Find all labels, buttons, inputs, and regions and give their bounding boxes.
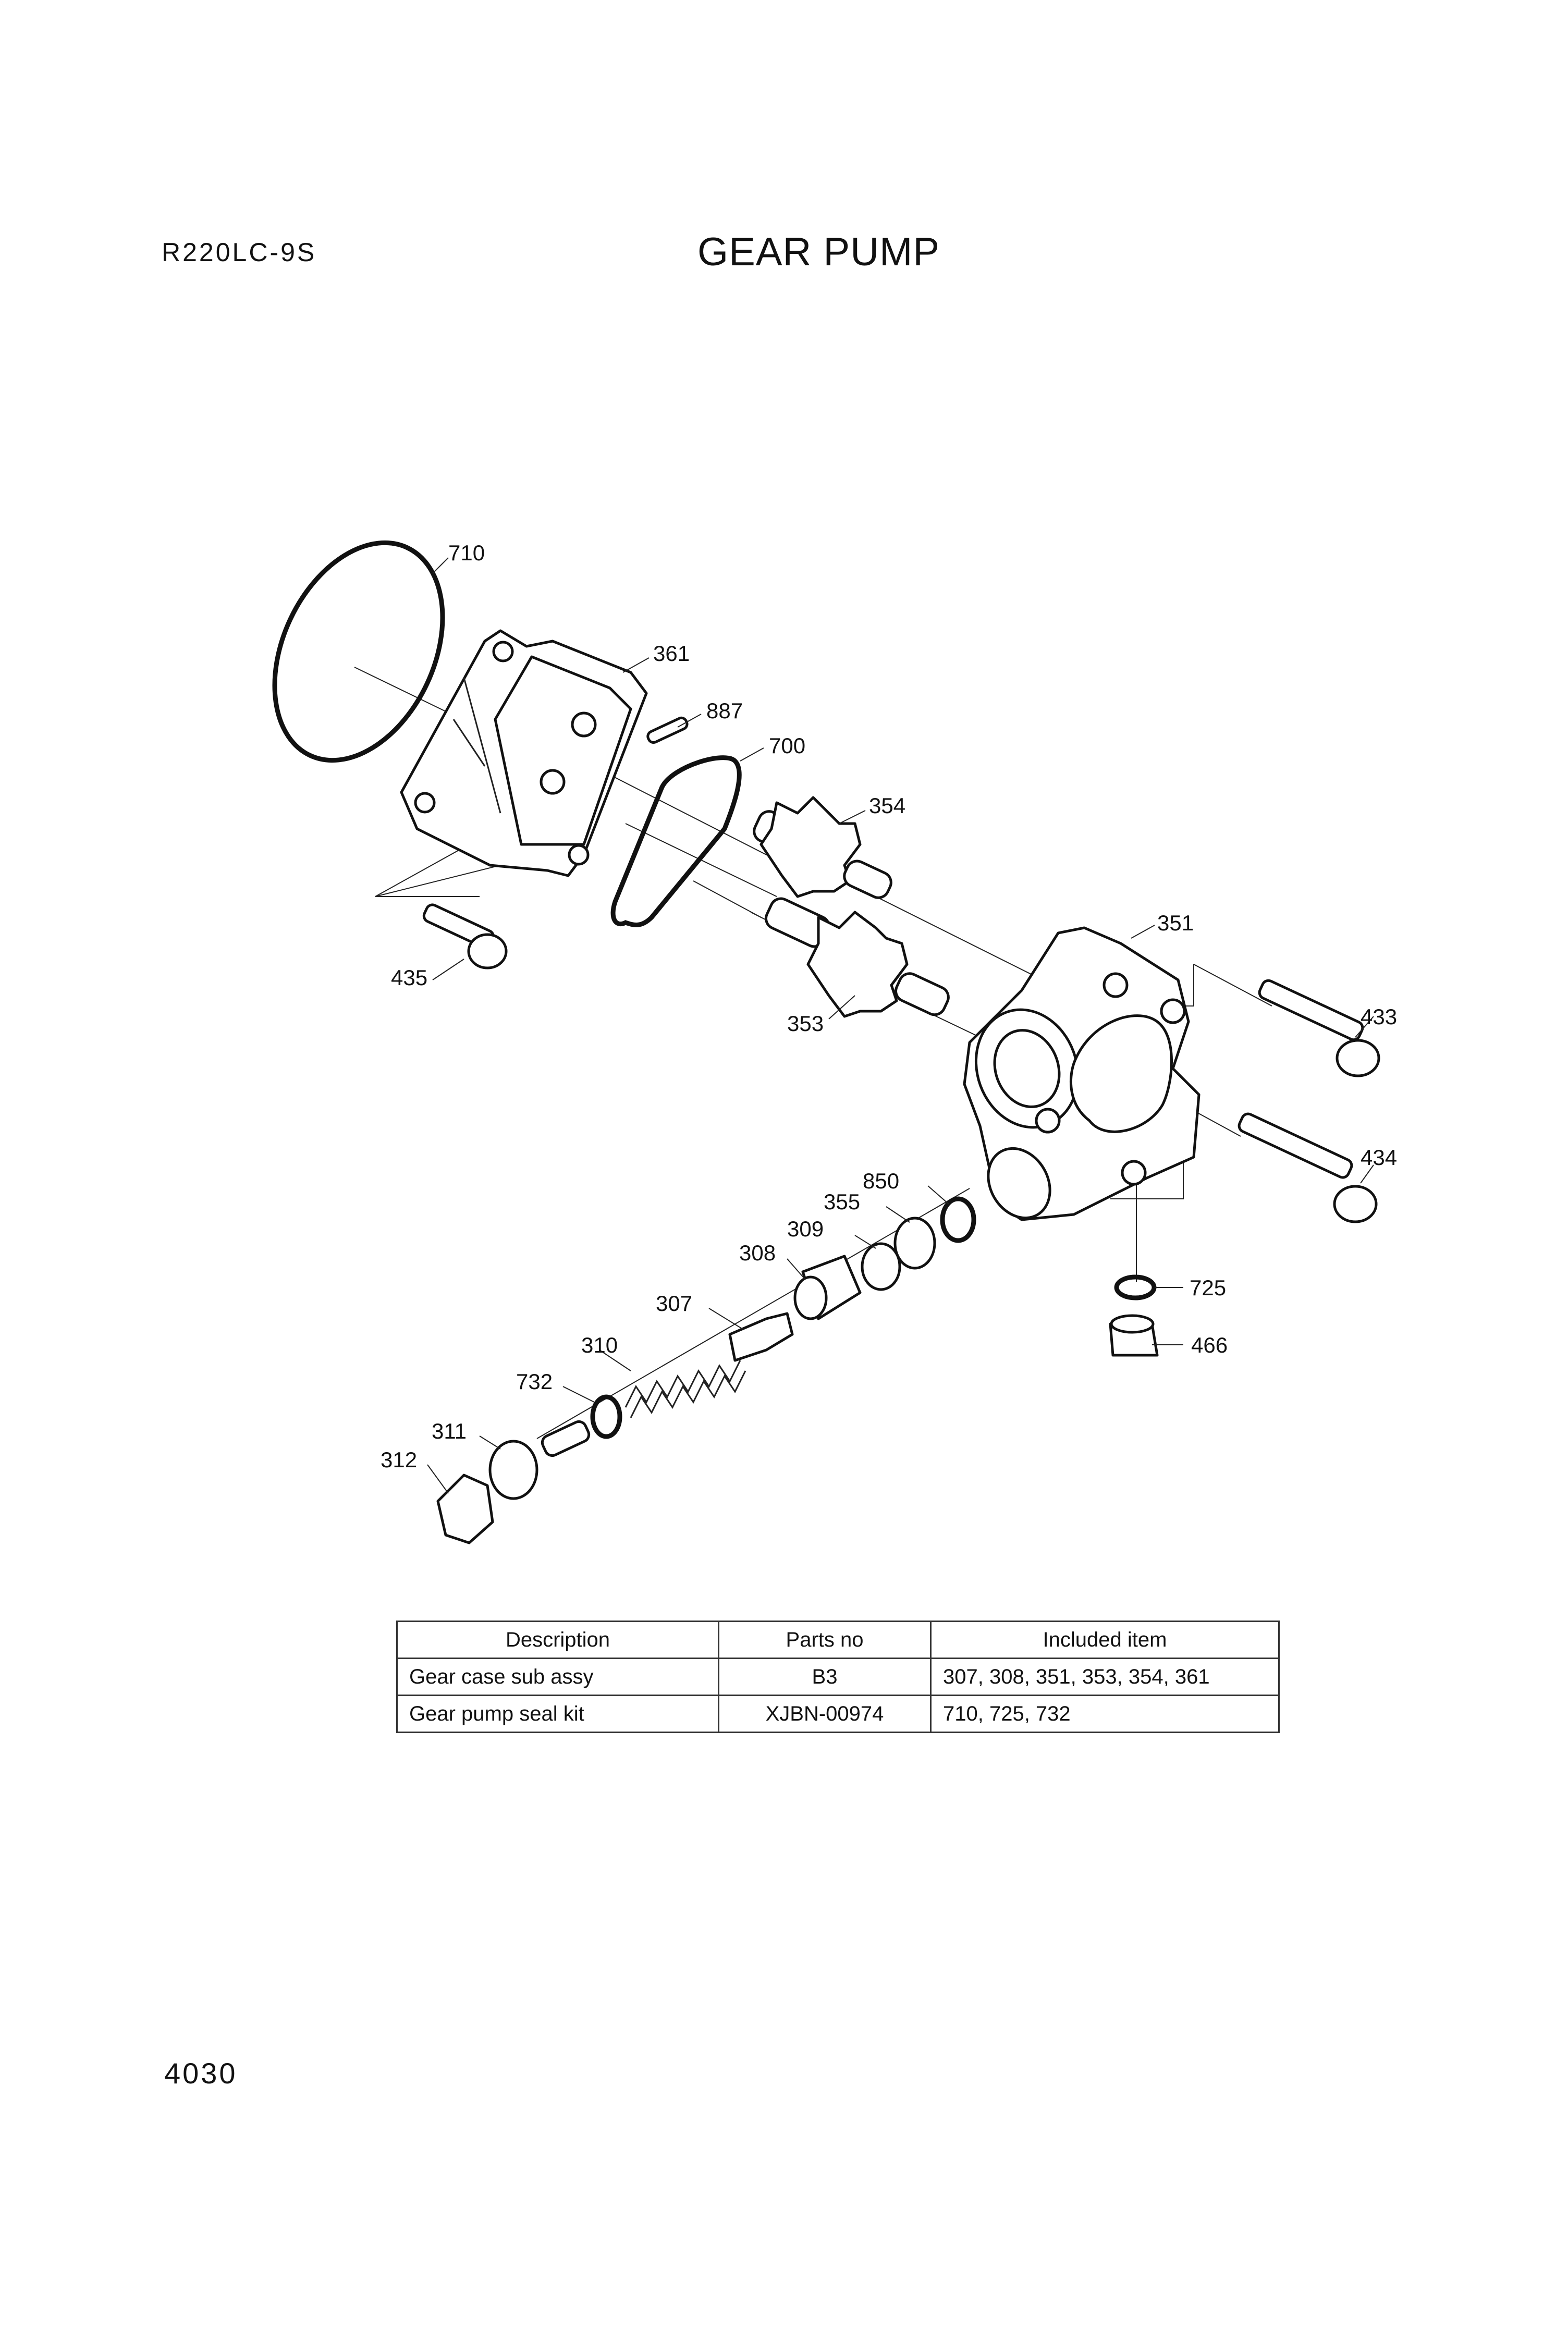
snap-ring-850 xyxy=(940,1196,976,1243)
callout-887: 887 xyxy=(706,698,743,723)
callout-308: 308 xyxy=(739,1241,776,1265)
callout-710: 710 xyxy=(448,541,485,565)
table-cell-description: Gear pump seal kit xyxy=(396,1695,719,1733)
cover-361 xyxy=(400,629,648,877)
spring-310 xyxy=(624,1360,746,1418)
column-header-parts-no: Parts no xyxy=(718,1621,932,1659)
callout-312: 312 xyxy=(381,1447,417,1472)
table-cell-description: Gear case sub assy xyxy=(396,1658,719,1696)
callout-311: 311 xyxy=(432,1419,467,1443)
callout-700: 700 xyxy=(769,733,805,758)
callout-361: 361 xyxy=(653,641,690,666)
bolt-435 xyxy=(422,903,508,969)
callout-310: 310 xyxy=(581,1333,618,1357)
table-cell-parts-no: XJBN-00974 xyxy=(718,1695,932,1733)
column-header-included-item: Included item xyxy=(930,1621,1280,1659)
callout-351: 351 xyxy=(1157,911,1194,935)
page-title: GEAR PUMP xyxy=(697,230,940,274)
pump-body-351 xyxy=(963,926,1200,1221)
model-code: R220LC-9S xyxy=(162,238,317,267)
table-row: Gear case sub assy B3 307, 308, 351, 353… xyxy=(396,1658,1280,1696)
gasket-700 xyxy=(610,755,742,927)
plug-466 xyxy=(1109,1314,1159,1357)
bolt-434 xyxy=(1238,1112,1378,1223)
o-ring-725 xyxy=(1114,1274,1157,1300)
gear-354 xyxy=(753,796,892,899)
callout-354: 354 xyxy=(869,793,905,818)
callout-850: 850 xyxy=(863,1169,899,1193)
ring-309 xyxy=(861,1242,901,1291)
callout-307: 307 xyxy=(656,1291,692,1316)
callout-732: 732 xyxy=(516,1369,553,1394)
table-cell-included-item: 307, 308, 351, 353, 354, 361 xyxy=(930,1658,1280,1696)
o-ring-710 xyxy=(272,540,445,763)
callout-466: 466 xyxy=(1191,1333,1228,1357)
plug-311 xyxy=(488,1420,591,1500)
callout-433: 433 xyxy=(1361,1004,1397,1029)
bolt-433 xyxy=(1258,979,1380,1077)
callout-leaders xyxy=(427,557,1374,1494)
column-header-description: Description xyxy=(396,1621,719,1659)
nut-312 xyxy=(436,1474,494,1544)
page-number: 4030 xyxy=(164,2057,238,2090)
table-cell-parts-no: B3 xyxy=(718,1658,932,1696)
callout-434: 434 xyxy=(1361,1145,1397,1170)
parts-table: Description Parts no Included item Gear … xyxy=(396,1621,1280,1733)
callout-353: 353 xyxy=(787,1011,824,1036)
table-cell-included-item: 710, 725, 732 xyxy=(930,1695,1280,1733)
sleeve-308 xyxy=(793,1255,862,1320)
callout-725: 725 xyxy=(1190,1275,1226,1300)
pin-887 xyxy=(646,716,689,744)
callout-435: 435 xyxy=(391,965,427,990)
o-ring-732 xyxy=(590,1394,622,1439)
table-row: Gear pump seal kit XJBN-00974 710, 725, … xyxy=(396,1695,1280,1733)
bearing-355 xyxy=(893,1217,936,1270)
callout-309: 309 xyxy=(787,1217,824,1241)
poppet-307 xyxy=(728,1312,794,1362)
table-header-row: Description Parts no Included item xyxy=(396,1621,1280,1659)
gear-shaft-353 xyxy=(765,897,950,1018)
callout-355: 355 xyxy=(824,1189,860,1214)
